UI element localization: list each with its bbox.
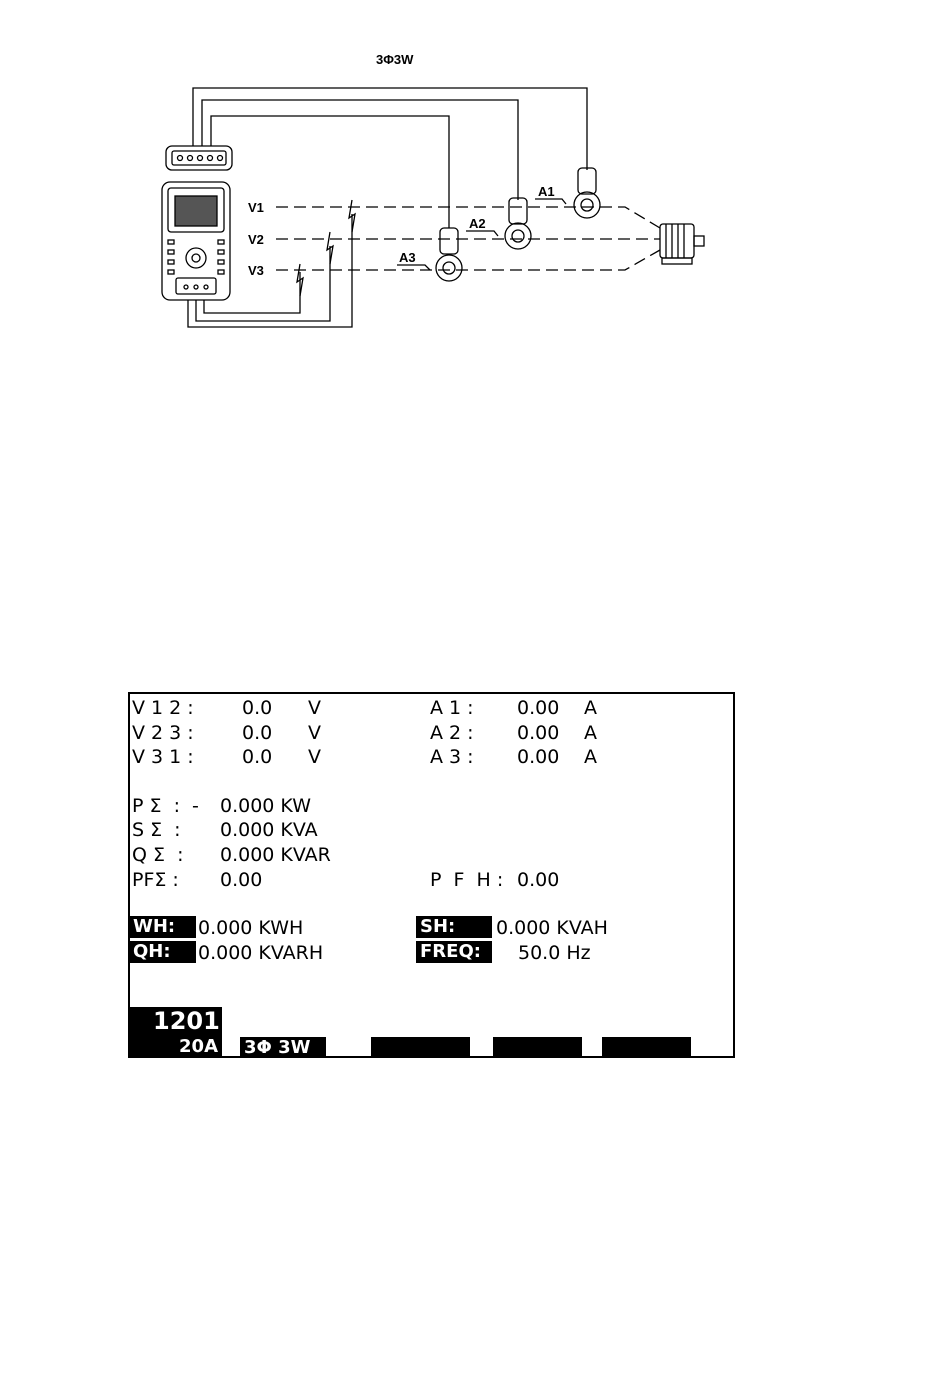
wiring-mode: 3Φ 3W	[240, 1037, 326, 1058]
label-v3: V3	[248, 263, 264, 278]
v12-value: 0.0	[242, 697, 273, 719]
a3-value: 0.00	[517, 746, 560, 768]
wh-value: 0.000 KWH	[198, 917, 304, 939]
a3-label: A 3 :	[430, 746, 474, 768]
qh-label: QH:	[130, 941, 196, 963]
freq-value: 50.0 Hz	[518, 942, 591, 964]
clamp-a3	[435, 227, 463, 282]
v23-label: V 2 3 :	[132, 722, 194, 744]
a2-unit: A	[584, 722, 597, 744]
v12-unit: V	[308, 697, 321, 719]
freq-label: FREQ:	[416, 941, 492, 963]
pfh-value: 0.00	[517, 869, 560, 891]
v12-label: V 1 2 :	[132, 697, 194, 719]
a1-label: A 1 :	[430, 697, 474, 719]
lcd-screen: V 1 2 : 0.0 V V 2 3 : 0.0 V V 3 1 : 0.0 …	[128, 692, 735, 1100]
motor	[659, 223, 705, 265]
sec-indicator: SEC: 2	[371, 1037, 470, 1100]
pt-indicator: PT: 1	[602, 1037, 691, 1100]
phase-line-1	[276, 206, 661, 229]
pf-sum-label: PFΣ :	[132, 869, 179, 891]
arrow-a1	[535, 198, 567, 205]
q-sum-label: Q Σ :	[132, 844, 184, 866]
label-v1: V1	[248, 200, 264, 215]
diagram-title: 3Φ3W	[376, 52, 414, 67]
p-sum-value: 0.000 KW	[220, 795, 312, 817]
clamp-a2	[504, 197, 532, 250]
power-meter	[161, 181, 231, 301]
q-sum-value: 0.000 KVAR	[220, 844, 331, 866]
sh-value: 0.000 KVAH	[496, 917, 608, 939]
probe-clip-v2	[326, 231, 334, 265]
sec-value: 2	[449, 1079, 462, 1100]
sec-label: SEC:	[375, 1058, 421, 1079]
v23-unit: V	[308, 722, 321, 744]
label-a1: A1	[538, 184, 555, 199]
pfh-label: P F H :	[430, 869, 504, 891]
label-a3: A3	[399, 250, 416, 265]
sh-label: SH:	[416, 916, 492, 938]
pt-label: PT:	[606, 1058, 638, 1079]
a3-unit: A	[584, 746, 597, 768]
probe-clip-v3	[296, 263, 304, 297]
clamp-a1	[573, 167, 601, 219]
ct-indicator: CT: 1	[493, 1037, 582, 1100]
v31-label: V 3 1 :	[132, 746, 194, 768]
cable-a1	[192, 87, 588, 170]
a2-value: 0.00	[517, 722, 560, 744]
v31-unit: V	[308, 746, 321, 768]
ct-value: 1	[561, 1079, 574, 1100]
v31-value: 0.0	[242, 746, 273, 768]
s-sum-label: S Σ :	[132, 819, 181, 841]
pt-value: 1	[670, 1079, 683, 1100]
a2-label: A 2 :	[430, 722, 474, 744]
arrow-a2	[466, 230, 499, 237]
qh-value: 0.000 KVARH	[198, 942, 324, 964]
cable-a2	[201, 99, 519, 200]
lead-v2	[195, 246, 331, 322]
label-a2: A2	[469, 216, 486, 231]
label-v2: V2	[248, 232, 264, 247]
connector-block	[165, 145, 233, 171]
ct-label: CT:	[497, 1058, 529, 1079]
p-sum-label: P Σ : -	[132, 795, 199, 817]
range-display: 20A	[130, 1035, 222, 1058]
probe-clip-v1	[348, 199, 356, 233]
phase-lines	[276, 206, 661, 271]
pf-sum-value: 0.00	[220, 869, 263, 891]
a1-unit: A	[584, 697, 597, 719]
wh-label: WH:	[130, 916, 196, 938]
cable-a3	[210, 115, 450, 228]
arrow-a3	[397, 264, 431, 271]
phase-line-3	[276, 249, 661, 271]
wiring-diagram: 3Φ3W V1 V2 V3 A1 A2 A3	[161, 52, 705, 328]
s-sum-value: 0.000 KVA	[220, 819, 318, 841]
v23-value: 0.0	[242, 722, 273, 744]
lead-v1	[187, 214, 353, 328]
lead-v3	[203, 272, 301, 314]
counter-display: 1201	[130, 1007, 222, 1035]
a1-value: 0.00	[517, 697, 560, 719]
